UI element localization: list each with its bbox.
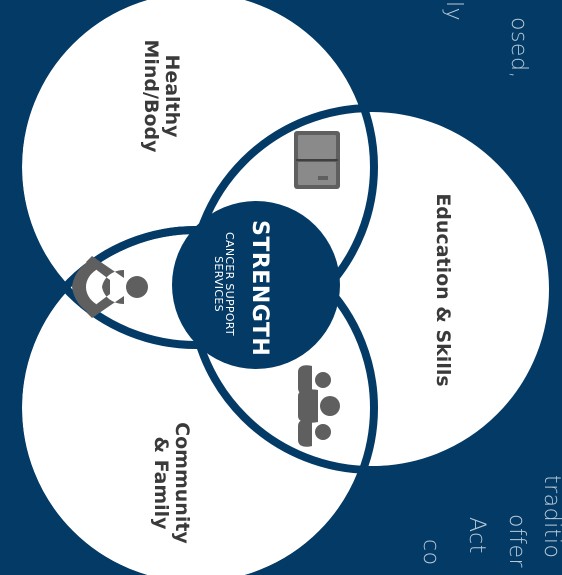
- label-education-skills: Education & Skills: [432, 193, 454, 387]
- label-healthy: Healthy: [161, 54, 183, 138]
- label-and-family: & Family: [150, 436, 172, 530]
- center-subtitle: CANCER SUPPORT SERVICES: [212, 214, 236, 354]
- center-intersection: [172, 201, 340, 369]
- label-healthy-mind-body: Healthy Mind/Body: [138, 26, 183, 166]
- center-title: STRENGTH: [247, 220, 272, 357]
- center-subtitle-line1: CANCER SUPPORT: [223, 232, 236, 336]
- label-community-family: Community & Family: [148, 413, 193, 553]
- book-icon: [294, 131, 340, 189]
- meditation-person-icon: [72, 256, 148, 318]
- label-community: Community: [171, 422, 193, 544]
- label-mind-body: Mind/Body: [140, 39, 162, 153]
- group-of-people-icon: [298, 365, 340, 447]
